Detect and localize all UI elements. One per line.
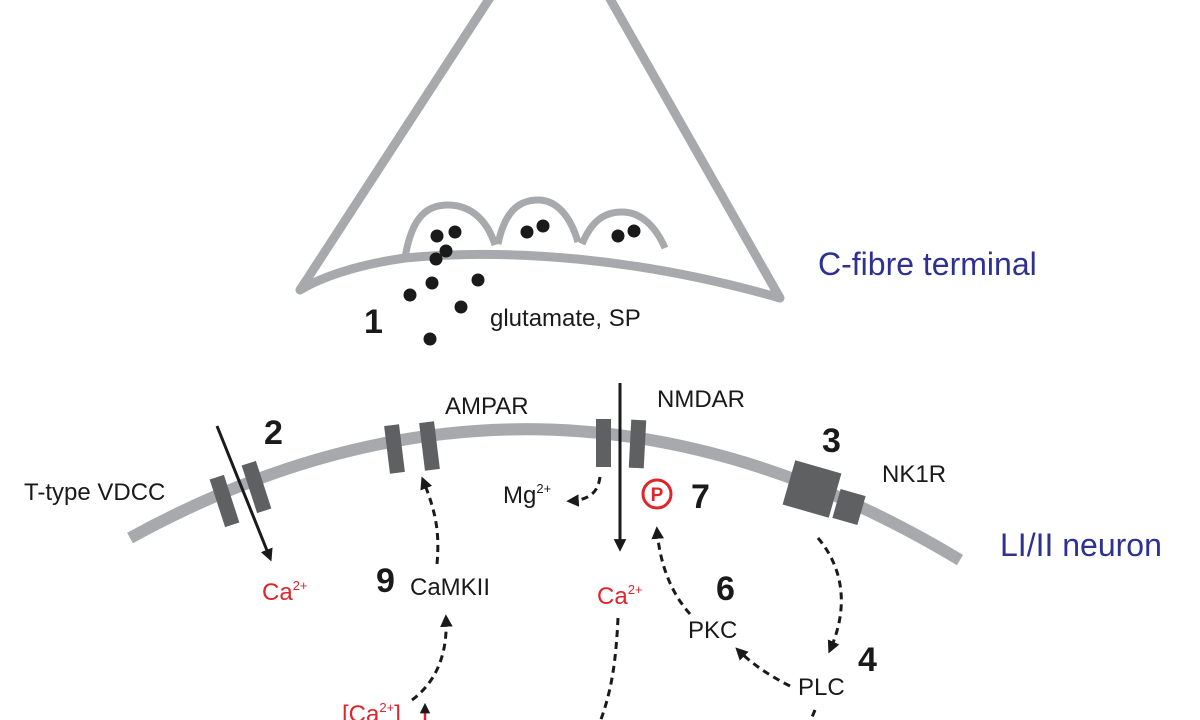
nk1r-label: NK1R [882,461,946,488]
release-label: glutamate, SP [490,305,641,332]
vesicle-middle [494,196,582,245]
ampar-label: AMPAR [445,393,529,420]
phosphorylation-icon [641,478,673,510]
step-9-number: 9 [376,562,395,600]
step-1-number: 1 [364,303,383,341]
nk1r-receptor [782,460,866,526]
camkii-label: CaMKII [410,574,490,601]
t-type-vdcc-channel [209,460,272,528]
c-fibre-terminal-label: C-fibre terminal [818,246,1037,282]
nmdar-calcium-label: Ca2+ [597,582,643,610]
vdcc-calcium-label: Ca2+ [262,578,308,606]
mg-label: Mg2+ [503,481,551,509]
vesicle-right [578,208,669,250]
nmdar-calcium-downstream-arrow [599,617,620,720]
vdcc-calcium-influx-arrow [215,425,273,562]
nk1r-to-plc-arrow [816,537,843,654]
calcium-to-camkii-arrow [411,614,453,702]
step-3-number: 3 [822,422,841,460]
step-2-number: 2 [264,414,283,452]
released-transmitter-dots [403,252,485,346]
neuron-label: LI/II neuron [1000,527,1162,563]
step-7-number: 7 [691,478,710,516]
t-type-vdcc-label: T-type VDCC [24,479,165,506]
camkii-to-ampar-arrow [420,476,440,565]
nmdar-label: NMDAR [657,386,745,413]
plc-to-pkc-arrow [735,647,791,688]
plc-downstream-arrow [809,709,817,720]
ampar-channel [384,421,440,474]
neurotransmitter-dots-in-vesicles [430,219,641,258]
intracellular-calcium-label: [Ca2+] [342,700,401,720]
pkc-to-nmdar-arrow [651,526,692,616]
pkc-label: PKC [688,617,737,644]
phosphorylation-letter: P [651,485,664,506]
step-6-number: 6 [716,570,735,608]
plc-label: PLC [798,674,845,701]
nmdar-channel [596,419,647,469]
vesicle-large [401,201,499,259]
c-fibre-terminal [295,0,785,303]
step-4-number: 4 [858,641,877,679]
mg-unblock-arrow [566,476,602,507]
